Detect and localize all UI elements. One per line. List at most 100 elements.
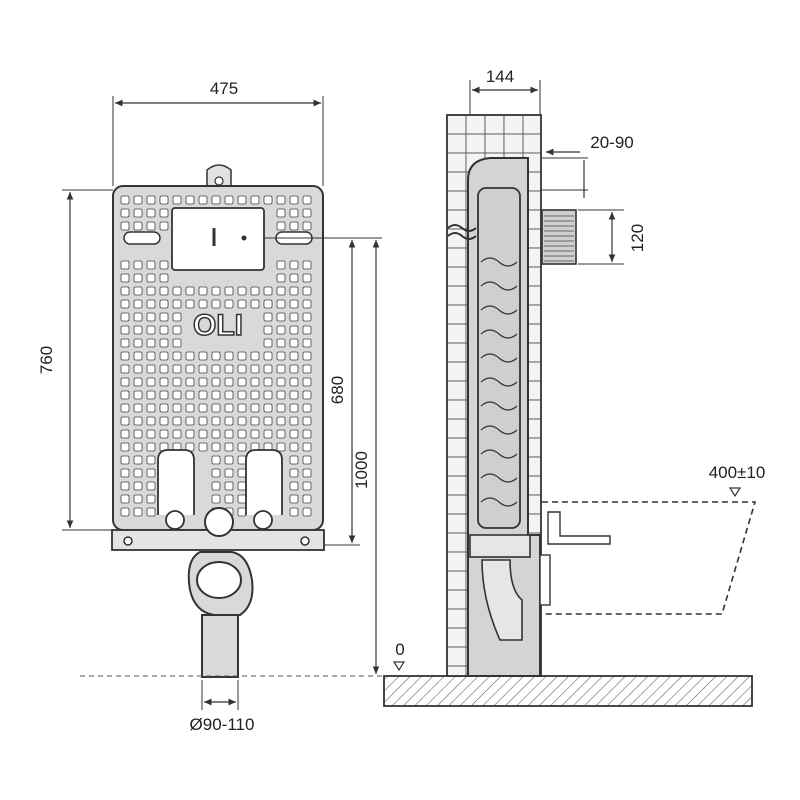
grid-hole	[120, 325, 130, 335]
grid-hole	[250, 299, 260, 309]
grid-hole	[172, 286, 182, 296]
wall-tile	[446, 380, 467, 401]
wc-bowl-outline	[542, 501, 757, 615]
grid-hole	[133, 416, 143, 426]
grid-hole	[237, 455, 247, 465]
grid-hole	[120, 299, 130, 309]
grid-hole	[159, 429, 169, 439]
wall-tile	[446, 133, 467, 154]
grid-hole	[120, 455, 130, 465]
grid-hole	[302, 351, 312, 361]
grid-hole	[159, 260, 169, 270]
grid-hole	[172, 403, 182, 413]
cistern-rib	[480, 425, 518, 435]
grid-hole	[237, 364, 247, 374]
grid-hole	[250, 416, 260, 426]
grid-hole	[159, 221, 169, 231]
grid-hole	[133, 364, 143, 374]
floor-level-marker	[392, 661, 406, 672]
grid-hole	[224, 299, 234, 309]
grid-hole	[159, 403, 169, 413]
grid-hole	[237, 286, 247, 296]
wall-tile	[446, 304, 467, 325]
grid-hole	[224, 403, 234, 413]
grid-hole	[172, 364, 182, 374]
grid-hole	[276, 403, 286, 413]
grid-hole	[289, 299, 299, 309]
grid-hole	[146, 351, 156, 361]
grid-hole	[146, 221, 156, 231]
dim-depth-label: 144	[486, 67, 514, 86]
grid-hole	[172, 390, 182, 400]
grid-hole	[250, 390, 260, 400]
grid-hole	[185, 390, 195, 400]
grid-hole	[224, 351, 234, 361]
wall-tile	[446, 665, 467, 677]
dim-drain-label: Ø90-110	[190, 715, 255, 734]
grid-hole	[133, 377, 143, 387]
grid-hole	[263, 377, 273, 387]
grid-hole	[146, 325, 156, 335]
grid-hole	[133, 442, 143, 452]
grid-hole	[289, 468, 299, 478]
grid-hole	[302, 312, 312, 322]
bracket-rail	[539, 554, 551, 606]
grid-hole	[172, 299, 182, 309]
grid-hole	[250, 286, 260, 296]
grid-hole	[146, 299, 156, 309]
flush-panel-box	[541, 209, 577, 265]
grid-hole	[302, 195, 312, 205]
floor-slab	[383, 675, 753, 707]
water-inlet-arrow	[447, 224, 477, 240]
grid-hole	[302, 273, 312, 283]
grid-hole	[237, 481, 247, 491]
grid-hole	[224, 442, 234, 452]
wall-tile	[446, 627, 467, 648]
wall-tile	[522, 114, 542, 135]
grid-hole	[120, 195, 130, 205]
wall-tile	[446, 228, 467, 249]
wall-tile	[465, 133, 486, 154]
grid-hole	[263, 195, 273, 205]
drain-pipe	[201, 614, 239, 678]
wall-tile	[446, 608, 467, 629]
grid-hole	[185, 429, 195, 439]
grid-hole	[237, 390, 247, 400]
wall-tile	[446, 532, 467, 553]
grid-hole	[146, 481, 156, 491]
grid-hole	[146, 494, 156, 504]
wall-tile	[446, 152, 467, 173]
grid-hole	[146, 286, 156, 296]
grid-hole	[146, 507, 156, 517]
grid-hole	[302, 325, 312, 335]
grid-hole	[289, 494, 299, 504]
grid-hole	[120, 507, 130, 517]
grid-hole	[289, 390, 299, 400]
grid-hole	[302, 299, 312, 309]
grid-hole	[159, 325, 169, 335]
cistern-rib	[480, 257, 518, 267]
grid-hole	[289, 325, 299, 335]
grid-hole	[133, 312, 143, 322]
grid-hole	[211, 351, 221, 361]
wall-tile	[446, 190, 467, 211]
dim-height-flush-label: 680	[328, 376, 347, 404]
bowl-height-marker	[728, 487, 742, 498]
grid-hole	[211, 455, 221, 465]
grid-hole	[159, 208, 169, 218]
grid-hole	[159, 364, 169, 374]
grid-hole	[289, 351, 299, 361]
bracket-screw-right	[300, 536, 310, 546]
grid-hole	[120, 416, 130, 426]
grid-hole	[120, 429, 130, 439]
grid-hole	[198, 429, 208, 439]
grid-hole	[146, 455, 156, 465]
drain-inlet	[196, 561, 242, 599]
grid-hole	[146, 416, 156, 426]
grid-hole	[302, 260, 312, 270]
grid-hole	[133, 338, 143, 348]
wall-tile	[446, 456, 467, 477]
cistern-rib	[480, 473, 518, 483]
grid-hole	[172, 429, 182, 439]
